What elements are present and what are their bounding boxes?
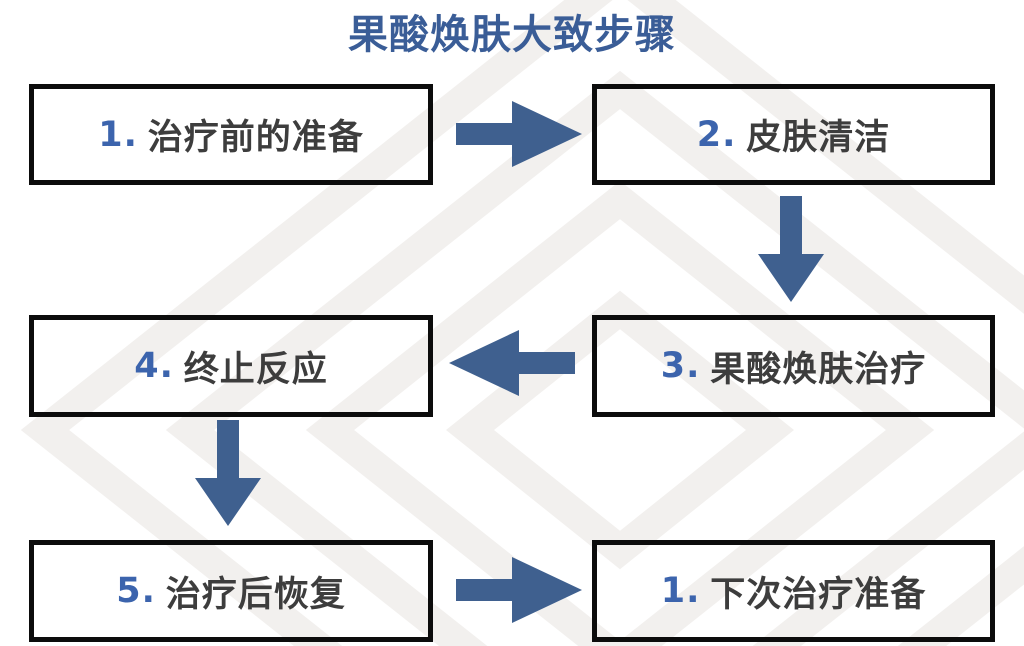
arrow-down-icon (758, 196, 824, 302)
page-title: 果酸焕肤大致步骤 (348, 12, 676, 58)
step-number: 1. (98, 114, 138, 155)
step-number: 1. (660, 571, 701, 611)
step-number: 5. (116, 571, 156, 611)
step-label: 治疗前的准备 (147, 118, 364, 158)
step-box-6: 1. 下次治疗准备 (592, 540, 995, 642)
step-box-2: 2. 皮肤清洁 (592, 84, 995, 185)
arrow-left-icon (449, 330, 575, 396)
step-number: 4. (134, 346, 174, 386)
step-number: 2. (696, 114, 737, 155)
step-label: 治疗后恢复 (165, 574, 346, 615)
step-box-4: 4. 终止反应 (29, 315, 433, 417)
step-label: 果酸焕肤治疗 (710, 349, 927, 390)
step-number: 3. (660, 346, 701, 386)
step-box-3: 3. 果酸焕肤治疗 (592, 315, 995, 417)
step-label: 下次治疗准备 (710, 574, 927, 615)
step-box-5: 5. 治疗后恢复 (29, 540, 433, 642)
arrow-right-icon (456, 101, 582, 167)
step-label: 终止反应 (183, 349, 328, 390)
arrow-right-icon (456, 557, 582, 623)
step-label: 皮肤清洁 (746, 118, 891, 158)
arrow-down-icon (195, 420, 261, 526)
step-box-1: 1. 治疗前的准备 (29, 84, 433, 185)
